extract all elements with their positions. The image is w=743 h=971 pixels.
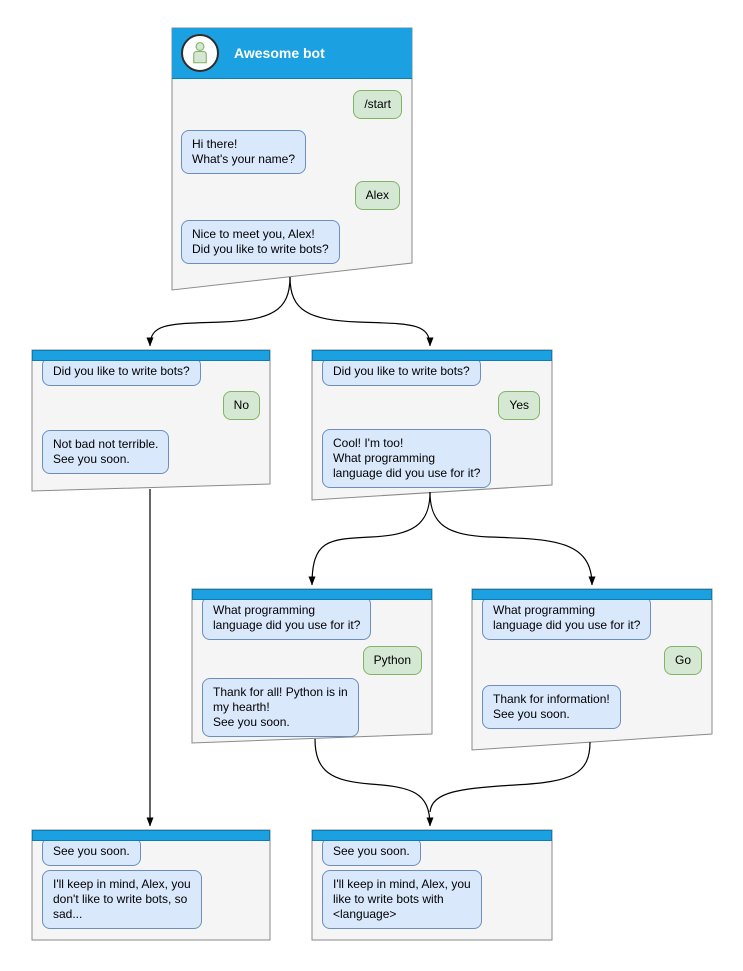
connector-main-to-yes	[289, 276, 434, 347]
bot-avatar-icon	[181, 34, 219, 72]
message-bubble-bot: I'll keep in mind, Alex, you like to wri…	[322, 870, 482, 929]
chat-window-branch-go: What programming language did you use fo…	[472, 589, 712, 734]
connector-yes-to-go	[429, 491, 596, 586]
chat-window-header: Awesome bot	[172, 28, 412, 79]
window-titlebar	[472, 589, 712, 600]
chat-window-branch-no: Did you like to write bots? No Not bad n…	[32, 350, 270, 484]
message-bubble-bot: I'll keep in mind, Alex, you don't like …	[42, 870, 202, 929]
message-bubble-bot: Hi there! What's your name?	[181, 130, 307, 174]
message-bubble-bot: What programming language did you use fo…	[482, 596, 652, 640]
chat-window-branch-yes: Did you like to write bots? Yes Cool! I'…	[312, 350, 552, 488]
message-bubble-bot: Did you like to write bots?	[322, 357, 481, 386]
chat-window-end-yes: See you soon. I'll keep in mind, Alex, y…	[312, 830, 552, 940]
message-bubble-bot: Not bad not terrible. See you soon.	[42, 430, 170, 474]
message-bubble-bot: See you soon.	[322, 837, 421, 866]
person-icon	[193, 42, 207, 64]
message-bubble-user: No	[222, 391, 260, 420]
message-bubble-user: Python	[362, 646, 422, 675]
message-bubble-bot: Nice to meet you, Alex! Did you like to …	[181, 220, 340, 264]
bot-name-title: Awesome bot	[234, 45, 325, 61]
connector-go-to-end	[429, 741, 591, 813]
message-bubble-user: Alex	[354, 181, 400, 210]
chat-window-main: Awesome bot /start Hi there! What's your…	[172, 28, 412, 264]
message-bubble-bot: Thank for all! Python is in my hearth! S…	[202, 678, 359, 737]
message-bubble-bot: Cool! I'm too! What programming language…	[322, 429, 492, 488]
connector-yes-to-python	[308, 491, 431, 586]
window-titlebar	[32, 830, 270, 841]
message-bubble-user: Yes	[498, 391, 540, 420]
message-bubble-bot: Thank for information! See you soon.	[482, 685, 621, 729]
message-bubble-bot: See you soon.	[42, 837, 141, 866]
message-bubble-bot: What programming language did you use fo…	[202, 596, 372, 640]
message-bubble-bot: Did you like to write bots?	[42, 357, 201, 386]
window-titlebar	[32, 350, 270, 361]
connector-python-to-end	[314, 738, 434, 827]
message-bubble-user: /start	[353, 90, 402, 119]
window-titlebar	[192, 589, 432, 600]
window-titlebar	[312, 830, 552, 841]
message-bubble-user: Go	[663, 646, 702, 675]
chat-window-branch-python: What programming language did you use fo…	[192, 589, 432, 737]
window-titlebar	[312, 350, 552, 361]
chat-window-end-no: See you soon. I'll keep in mind, Alex, y…	[32, 830, 270, 940]
connector-main-to-no	[146, 276, 291, 347]
